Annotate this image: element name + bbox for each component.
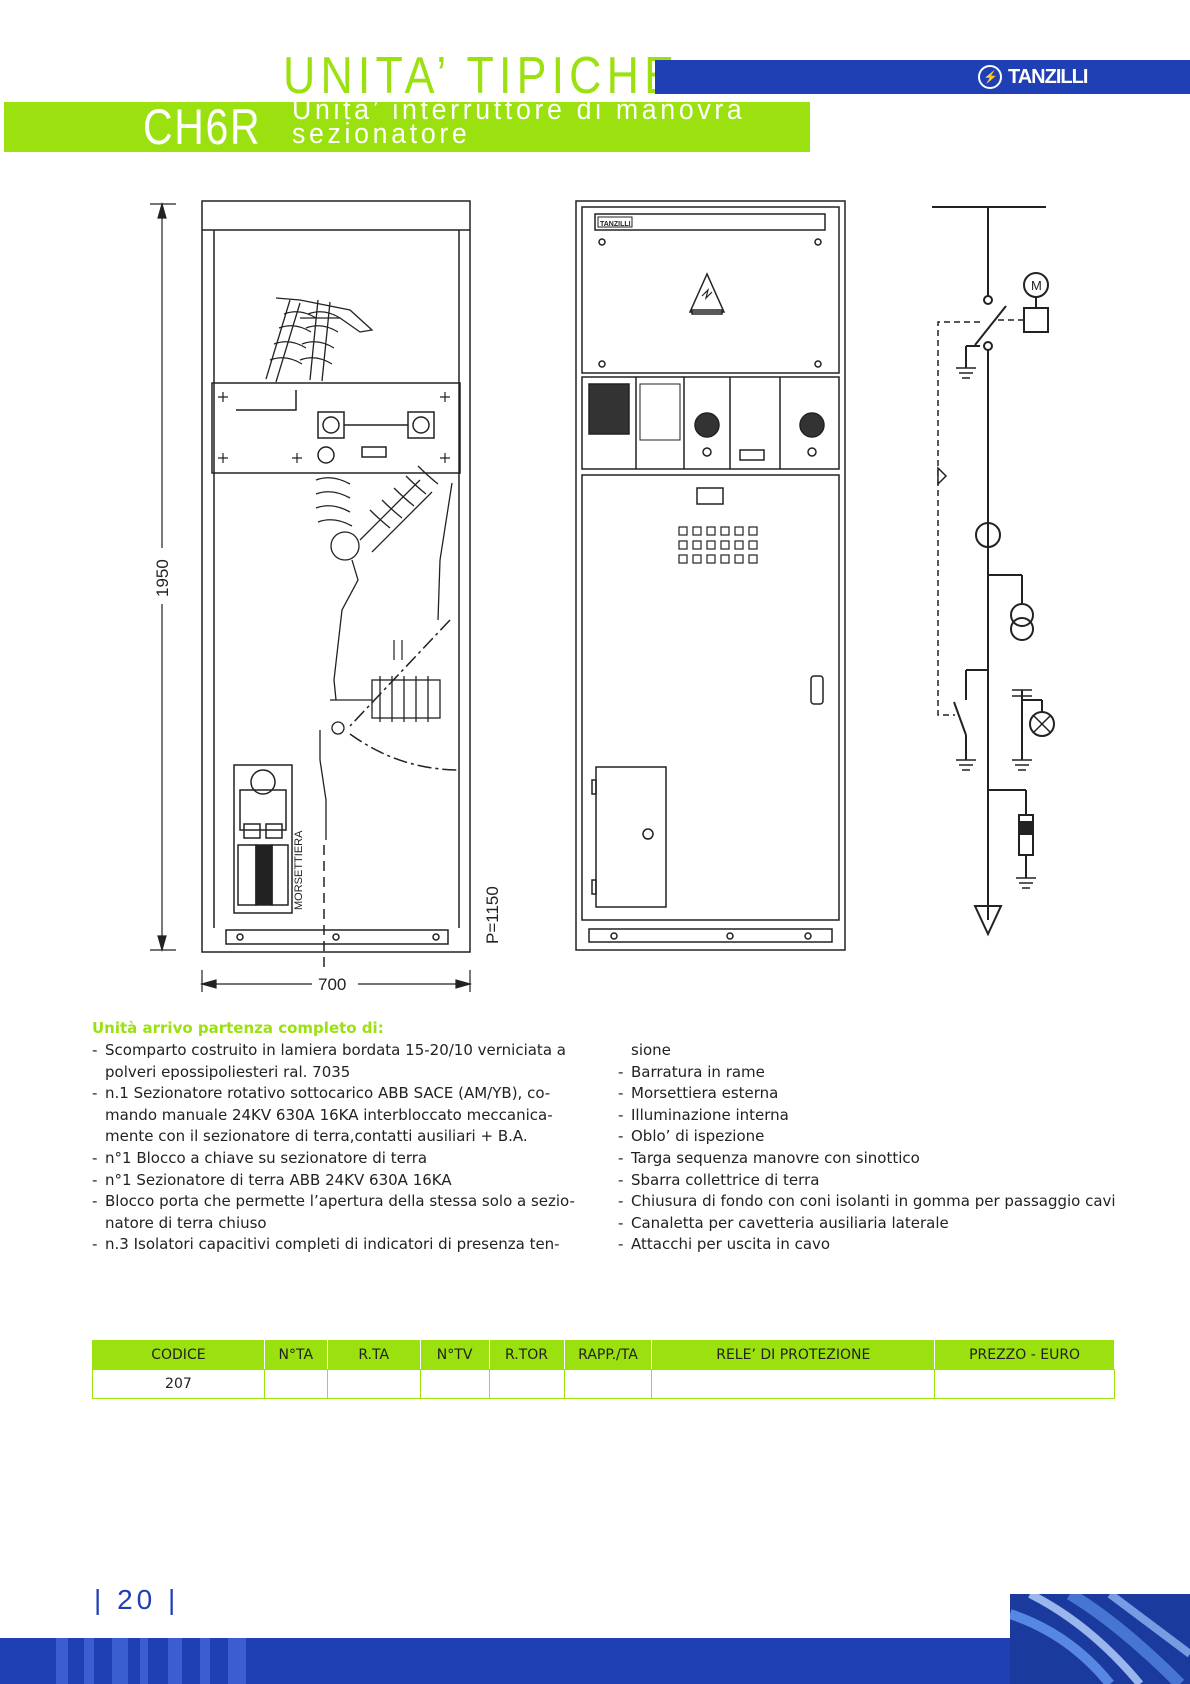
dim-width-bg [312, 972, 358, 994]
table-cell [651, 1369, 936, 1399]
list-item: -n°1 Blocco a chiave su sezionatore di t… [92, 1148, 428, 1167]
table-header-cell: CODICE [92, 1340, 265, 1370]
table-header-cell: N°TA [263, 1340, 328, 1370]
list-item: -Morsettiera esterna [618, 1084, 779, 1103]
table-header-cell: R.TOR [488, 1340, 565, 1370]
cable-fiber-image [1010, 1594, 1190, 1684]
front-view [575, 200, 846, 951]
table-header-cell: R.TA [326, 1340, 421, 1370]
unit-title-bar [4, 102, 810, 152]
dim-height-bg [150, 548, 176, 604]
brand-logo: ⚡ TANZILLI [978, 63, 1088, 91]
description-right-column: sione -Barratura in rame -Morsettiera es… [618, 1040, 1138, 1256]
table-cell [488, 1369, 565, 1399]
header-blue-bar [655, 60, 1190, 94]
list-item-continuation: mando manuale 24KV 630A 16KA interblocca… [105, 1105, 553, 1124]
terminal-label: MORSETTIERA [293, 830, 305, 910]
list-item: -Oblo’ di ispezione [618, 1127, 765, 1146]
brand-logo-text: TANZILLI [1008, 65, 1088, 88]
section-title: UNITA’ TIPICHE [283, 47, 680, 105]
table-cell [326, 1369, 421, 1399]
list-item: -Blocco porta che permette l’apertura de… [92, 1192, 575, 1211]
list-item: -Chiusura di fondo con coni isolanti in … [618, 1192, 1116, 1211]
list-item: -n°1 Sezionatore di terra ABB 24KV 630A … [92, 1170, 452, 1189]
lower-insulator [315, 465, 453, 840]
list-item: -Illuminazione interna [618, 1105, 789, 1124]
table-header-cell: N°TV [419, 1340, 490, 1370]
table-cell [563, 1369, 653, 1399]
list-item-continuation: sione [631, 1041, 671, 1059]
list-item: -Canaletta per cavetteria ausiliaria lat… [618, 1213, 949, 1232]
upper-insulator [265, 297, 374, 383]
pricing-table: CODICE N°TA R.TA N°TV R.TOR RAPP./TA REL… [92, 1340, 1115, 1399]
list-item: -n.1 Sezionatore rotativo sottocarico AB… [92, 1084, 551, 1103]
motor-label: M [1031, 278, 1042, 293]
table-row: 207 [92, 1369, 1115, 1399]
table-header-row: CODICE N°TA R.TA N°TV R.TOR RAPP./TA REL… [92, 1340, 1115, 1370]
unit-name-line2: sezionatore [292, 118, 471, 150]
front-plate-logo: TANZILLI [600, 221, 631, 228]
list-item-continuation: natore di terra chiuso [105, 1213, 267, 1232]
dim-width: 700 [318, 975, 346, 994]
unit-name-line1: Unita’ interruttore di manovra [292, 94, 746, 126]
table-cell [263, 1369, 328, 1399]
dim-depth: P=1150 [483, 886, 502, 944]
description-heading: Unità arrivo partenza completo di: [92, 1019, 384, 1037]
table-cell [934, 1369, 1115, 1399]
list-item: -Barratura in rame [618, 1062, 765, 1081]
description-left-column: -Scomparto costruito in lamiera bordata … [92, 1040, 588, 1256]
table-header-cell: PREZZO - EURO [934, 1340, 1115, 1370]
list-item-continuation: mente con il sezionatore di terra,contat… [105, 1127, 528, 1146]
brand-mark-icon: ⚡ [978, 65, 1002, 89]
technical-drawings: MORSETTIERA 1950 700 P=1150 [150, 200, 1055, 994]
table-header-cell: RAPP./TA [563, 1340, 653, 1370]
dim-height: 1950 [153, 559, 172, 597]
list-item: -Targa sequenza manovre con sinottico [618, 1148, 920, 1167]
footer-bar [0, 1638, 1190, 1684]
unit-name: Unita’ interruttore di manovra sezionato… [292, 94, 746, 150]
ventilation-grid [678, 526, 758, 564]
side-section-view [201, 200, 471, 980]
list-item-continuation: polveri epossipoliesteri ral. 7035 [105, 1062, 351, 1081]
single-line-diagram [932, 206, 1055, 937]
table-cell: 207 [92, 1369, 265, 1399]
dimension-lines [150, 201, 473, 992]
page-number: | 20 | [94, 1584, 180, 1615]
list-item: -Sbarra collettrice di terra [618, 1170, 820, 1189]
list-item: -Scomparto costruito in lamiera bordata … [92, 1041, 566, 1059]
unit-code: CH6R [143, 99, 262, 155]
list-item: -n.3 Isolatori capacitivi completi di in… [92, 1235, 560, 1254]
table-cell [419, 1369, 490, 1399]
table-header-cell: RELE’ DI PROTEZIONE [651, 1340, 936, 1370]
list-item: -Attacchi per uscita in cavo [618, 1235, 831, 1254]
page-number-value: 20 [117, 1584, 157, 1615]
